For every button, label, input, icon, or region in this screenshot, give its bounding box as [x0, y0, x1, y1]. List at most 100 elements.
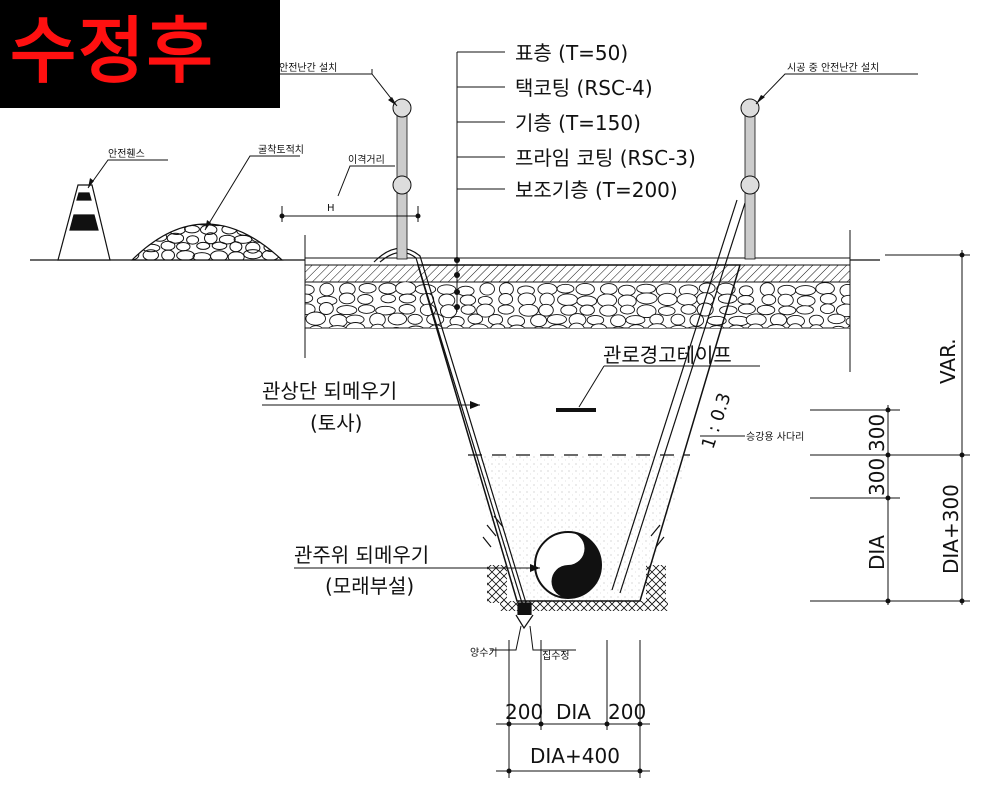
stone	[460, 304, 476, 315]
stone	[186, 235, 200, 245]
dim-bottom-200-left: 200	[505, 700, 543, 724]
stone	[658, 306, 676, 316]
stone	[176, 250, 196, 260]
stone	[208, 224, 228, 227]
stone	[738, 285, 754, 297]
pipe	[534, 531, 602, 599]
stone	[599, 304, 618, 317]
stone	[479, 282, 495, 296]
stone	[305, 293, 314, 304]
right-dimensions	[810, 250, 970, 605]
stone	[737, 295, 755, 305]
stone	[357, 293, 374, 305]
stone	[546, 314, 567, 325]
stone	[224, 224, 245, 226]
dim-var: VAR.	[936, 338, 960, 384]
stone	[533, 326, 545, 328]
stone	[459, 294, 477, 306]
stone	[498, 293, 514, 306]
stone	[761, 294, 777, 306]
stone	[338, 292, 356, 305]
stone	[670, 313, 686, 326]
stone	[268, 224, 282, 237]
stone	[611, 326, 626, 328]
stone	[600, 283, 618, 295]
stone	[177, 224, 194, 225]
stone	[345, 322, 366, 328]
label-excavated-soil: 굴착토적치	[258, 144, 304, 156]
stone	[568, 322, 585, 328]
stone	[808, 314, 824, 327]
label-subbase: 보조기층 (T=200)	[515, 178, 678, 202]
stone	[370, 323, 385, 328]
stone	[336, 305, 358, 316]
label-guardrail-left: 안전난간 설치	[279, 62, 337, 74]
guardrail-left	[392, 98, 412, 260]
stone	[719, 305, 738, 315]
stone	[778, 305, 797, 316]
stone	[196, 241, 211, 250]
dim-bottom-total: DIA+400	[530, 744, 620, 768]
stone	[841, 294, 850, 305]
stone	[777, 293, 794, 307]
stone	[161, 224, 176, 227]
label-pipe-backfill: 관주위 되메우기	[294, 543, 429, 567]
stone	[628, 324, 645, 328]
stone	[809, 324, 824, 328]
label-pipe-backfill-sub: (모래부설)	[325, 574, 414, 598]
stone	[756, 304, 776, 316]
stone	[407, 313, 423, 325]
dim-dia-plus-300: DIA+300	[939, 484, 963, 574]
stone	[380, 293, 396, 304]
stone	[251, 224, 270, 234]
pavement-layers	[304, 230, 851, 372]
stone	[819, 303, 836, 315]
label-clearance-h: H	[327, 203, 335, 214]
stone	[497, 304, 515, 315]
stone	[795, 285, 816, 296]
label-top-backfill-sub: (토사)	[310, 411, 362, 435]
stone	[391, 327, 401, 328]
stone	[560, 304, 578, 316]
stone	[490, 323, 506, 328]
stone	[796, 295, 816, 307]
stone	[319, 282, 335, 297]
stone	[318, 302, 334, 315]
dim-300-bottom: 300	[865, 458, 889, 496]
stone	[827, 313, 846, 325]
stone	[548, 324, 568, 328]
stone	[709, 325, 725, 328]
leader-lines	[87, 51, 918, 651]
stone	[218, 234, 236, 245]
stone	[728, 324, 745, 328]
dim-bottom-200-right: 200	[608, 700, 646, 724]
label-prime-coat: 프라임 코팅 (RSC-3)	[515, 146, 696, 170]
ladder	[611, 199, 746, 594]
stone	[579, 304, 595, 316]
stone	[747, 323, 764, 328]
stone	[244, 224, 262, 227]
bottom-dimensions	[496, 640, 650, 778]
stone	[407, 325, 425, 328]
warning-tape-marker	[556, 365, 760, 412]
stone	[227, 251, 245, 260]
stone	[204, 232, 218, 245]
stone	[271, 233, 282, 246]
label-safety-fence: 안전휀스	[108, 148, 145, 160]
stone	[647, 323, 667, 328]
stone	[132, 224, 141, 227]
stone	[278, 244, 282, 253]
stone	[144, 224, 158, 228]
stone	[836, 303, 850, 318]
stone	[210, 250, 228, 260]
stone	[759, 282, 775, 297]
stone	[590, 323, 608, 328]
stone	[357, 304, 376, 314]
trench	[416, 264, 742, 611]
stone	[135, 234, 154, 245]
stone	[135, 224, 149, 236]
dim-bottom-dia: DIA	[556, 700, 591, 724]
stone	[518, 303, 539, 317]
stone	[250, 232, 269, 243]
stone	[636, 292, 658, 305]
